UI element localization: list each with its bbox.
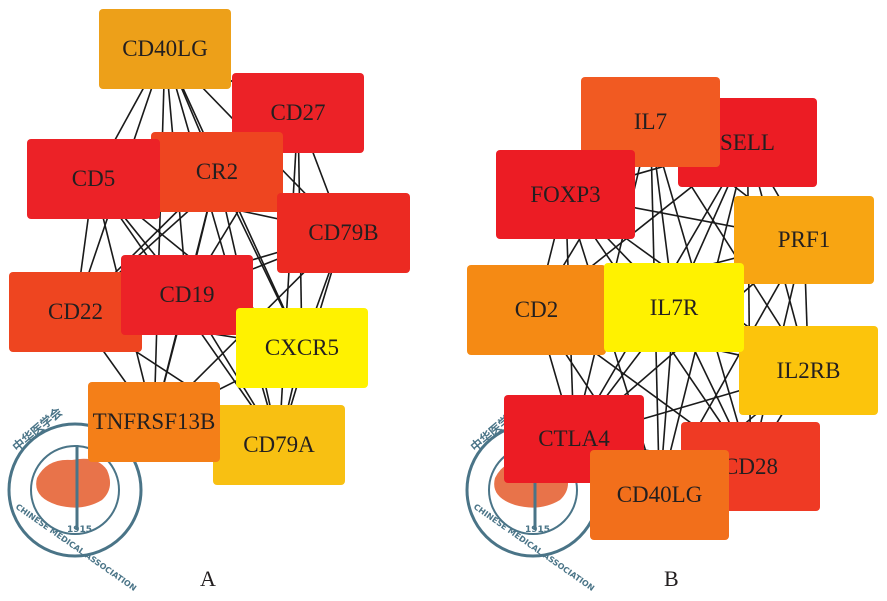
node-cd40lg: CD40LG xyxy=(590,450,729,540)
node-label: CD79B xyxy=(308,220,379,245)
node-cxcr5: CXCR5 xyxy=(236,308,368,388)
panel-label-a: A xyxy=(200,566,216,591)
logo-year: 1915 xyxy=(67,525,92,535)
node-label: CR2 xyxy=(195,159,239,184)
node-cr2: CR2 xyxy=(151,132,283,212)
node-label: TNFRSF13B xyxy=(92,409,216,434)
node-prf1: PRF1 xyxy=(734,196,874,284)
node-cd40lg: CD40LG xyxy=(99,9,231,89)
node-label: CD5 xyxy=(71,166,116,191)
edge-sell-cd28 xyxy=(746,142,752,467)
node-label: SELL xyxy=(720,129,775,155)
node-label: CD40LG xyxy=(122,36,208,61)
node-label: IL7R xyxy=(649,294,699,320)
node-label: CD19 xyxy=(159,282,215,307)
node-label: CXCR5 xyxy=(264,335,340,360)
logo-year: 1915 xyxy=(525,525,550,535)
node-label: PRF1 xyxy=(777,227,831,252)
node-cd22: CD22 xyxy=(9,272,142,352)
node-label: FOXP3 xyxy=(530,181,601,207)
node-ctla4: CTLA4 xyxy=(504,395,644,483)
edge-cd40lg-tnfrsf13b xyxy=(153,48,166,423)
node-label: CD28 xyxy=(723,453,778,479)
node-cd79b: CD79B xyxy=(277,193,410,273)
node-label: CD79A xyxy=(243,432,315,457)
node-label: IL7 xyxy=(633,109,668,134)
node-label: CD27 xyxy=(270,100,326,125)
node-label: CD40LG xyxy=(616,482,703,507)
node-il2rb: IL2RB xyxy=(739,326,878,415)
edge-cd27-cd79a xyxy=(278,112,299,446)
node-foxp3: FOXP3 xyxy=(496,150,635,239)
node-label: CD22 xyxy=(48,299,103,324)
node-label: CD2 xyxy=(514,297,559,322)
node-cd2: CD2 xyxy=(467,265,606,355)
node-label: CTLA4 xyxy=(538,426,610,451)
panel-label-b: B xyxy=(664,566,679,591)
node-cd5: CD5 xyxy=(27,139,160,219)
node-il7r: IL7R xyxy=(604,263,744,352)
node-cd79a: CD79A xyxy=(213,405,345,485)
node-il7: IL7 xyxy=(581,77,720,167)
node-label: IL2RB xyxy=(776,357,841,383)
node-cd19: CD19 xyxy=(121,255,253,335)
node-tnfrsf13b: TNFRSF13B xyxy=(88,382,220,462)
